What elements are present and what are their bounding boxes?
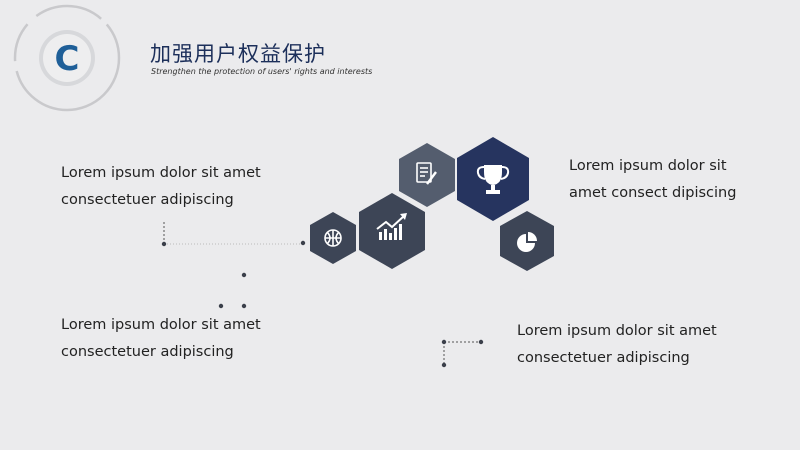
growth-chart-icon xyxy=(376,213,407,240)
trophy-icon xyxy=(476,165,510,194)
hexagon-growth xyxy=(359,193,425,269)
logo-letter: C xyxy=(55,39,80,79)
basketball-icon xyxy=(324,229,342,247)
logo-outer-ring xyxy=(13,4,121,112)
text-block-top-right: Lorem ipsum dolor sit amet consect dipis… xyxy=(569,153,736,207)
text-block-top-left: Lorem ipsum dolor sit amet consectetuer … xyxy=(61,160,261,214)
text-block-bottom-left: Lorem ipsum dolor sit amet consectetuer … xyxy=(61,312,261,366)
connector-lines xyxy=(163,222,480,365)
hexagon-pie xyxy=(500,211,554,271)
text-line: amet consect dipiscing xyxy=(569,185,737,201)
hexagon-document xyxy=(399,143,455,207)
text-line: Lorem ipsum dolor sit xyxy=(569,158,727,174)
connector-dots xyxy=(161,240,484,368)
logo-badge: C xyxy=(13,4,121,112)
text-line: Lorem ipsum dolor sit amet xyxy=(61,165,261,181)
document-edit-icon xyxy=(416,162,437,185)
text-block-bottom-right: Lorem ipsum dolor sit amet consectetuer … xyxy=(517,318,717,372)
text-line: Lorem ipsum dolor sit amet xyxy=(517,323,717,339)
text-line: consectetuer adipiscing xyxy=(61,344,234,360)
text-line: consectetuer adipiscing xyxy=(517,350,690,366)
page-title: 加强用户权益保护 xyxy=(150,42,326,66)
text-line: Lorem ipsum dolor sit amet xyxy=(61,317,261,333)
page-subtitle: Strengthen the protection of users' righ… xyxy=(151,67,373,76)
pie-chart-icon xyxy=(517,232,537,252)
hexagon-cluster xyxy=(310,137,554,271)
text-line: consectetuer adipiscing xyxy=(61,192,234,208)
